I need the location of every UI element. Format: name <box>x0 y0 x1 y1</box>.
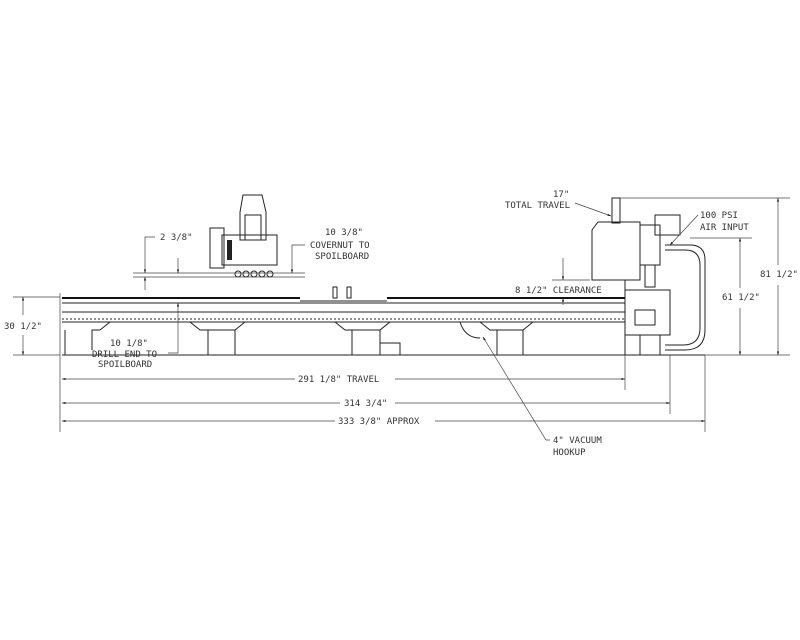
dim-10-1-8-label: 10 1/8" <box>110 339 148 349</box>
dim-2-3-8-label: 2 3/8" <box>160 233 193 243</box>
psi-label: 100 PSI <box>700 211 738 221</box>
dimension-lines <box>13 197 790 441</box>
drill-end-label: DRILL END TO <box>92 350 157 360</box>
dim-10-3-8-label: 10 3/8" <box>325 228 363 238</box>
clearance-label: 8 1/2" CLEARANCE <box>515 286 602 296</box>
spoilboard-label-2: SPOILBOARD <box>98 360 152 370</box>
dim-314-label: 314 3/4" <box>344 399 387 409</box>
hookup-label: HOOKUP <box>553 448 586 458</box>
gantry-column <box>591 197 706 356</box>
dim-17-label: 17" <box>553 190 569 200</box>
dim-61-1-2-label: 61 1/2" <box>722 293 760 303</box>
total-travel-label: TOTAL TRAVEL <box>505 201 570 211</box>
dim-333-label: 333 3/8" APPROX <box>338 417 420 427</box>
drill-head <box>209 194 278 278</box>
dim-81-1-2-label: 81 1/2" <box>760 270 798 280</box>
travel-291-label: 291 1/8" TRAVEL <box>298 375 379 385</box>
table-legs <box>64 321 534 356</box>
vacuum-label: 4" VACUUM <box>553 436 602 446</box>
air-input-label: AIR INPUT <box>700 223 749 233</box>
covernut-label: COVERNUT TO <box>310 241 370 251</box>
spoilboard-label-1: SPOILBOARD <box>315 252 369 262</box>
dim-30-1-2-label: 30 1/2" <box>4 322 42 332</box>
machine-table <box>62 286 705 356</box>
